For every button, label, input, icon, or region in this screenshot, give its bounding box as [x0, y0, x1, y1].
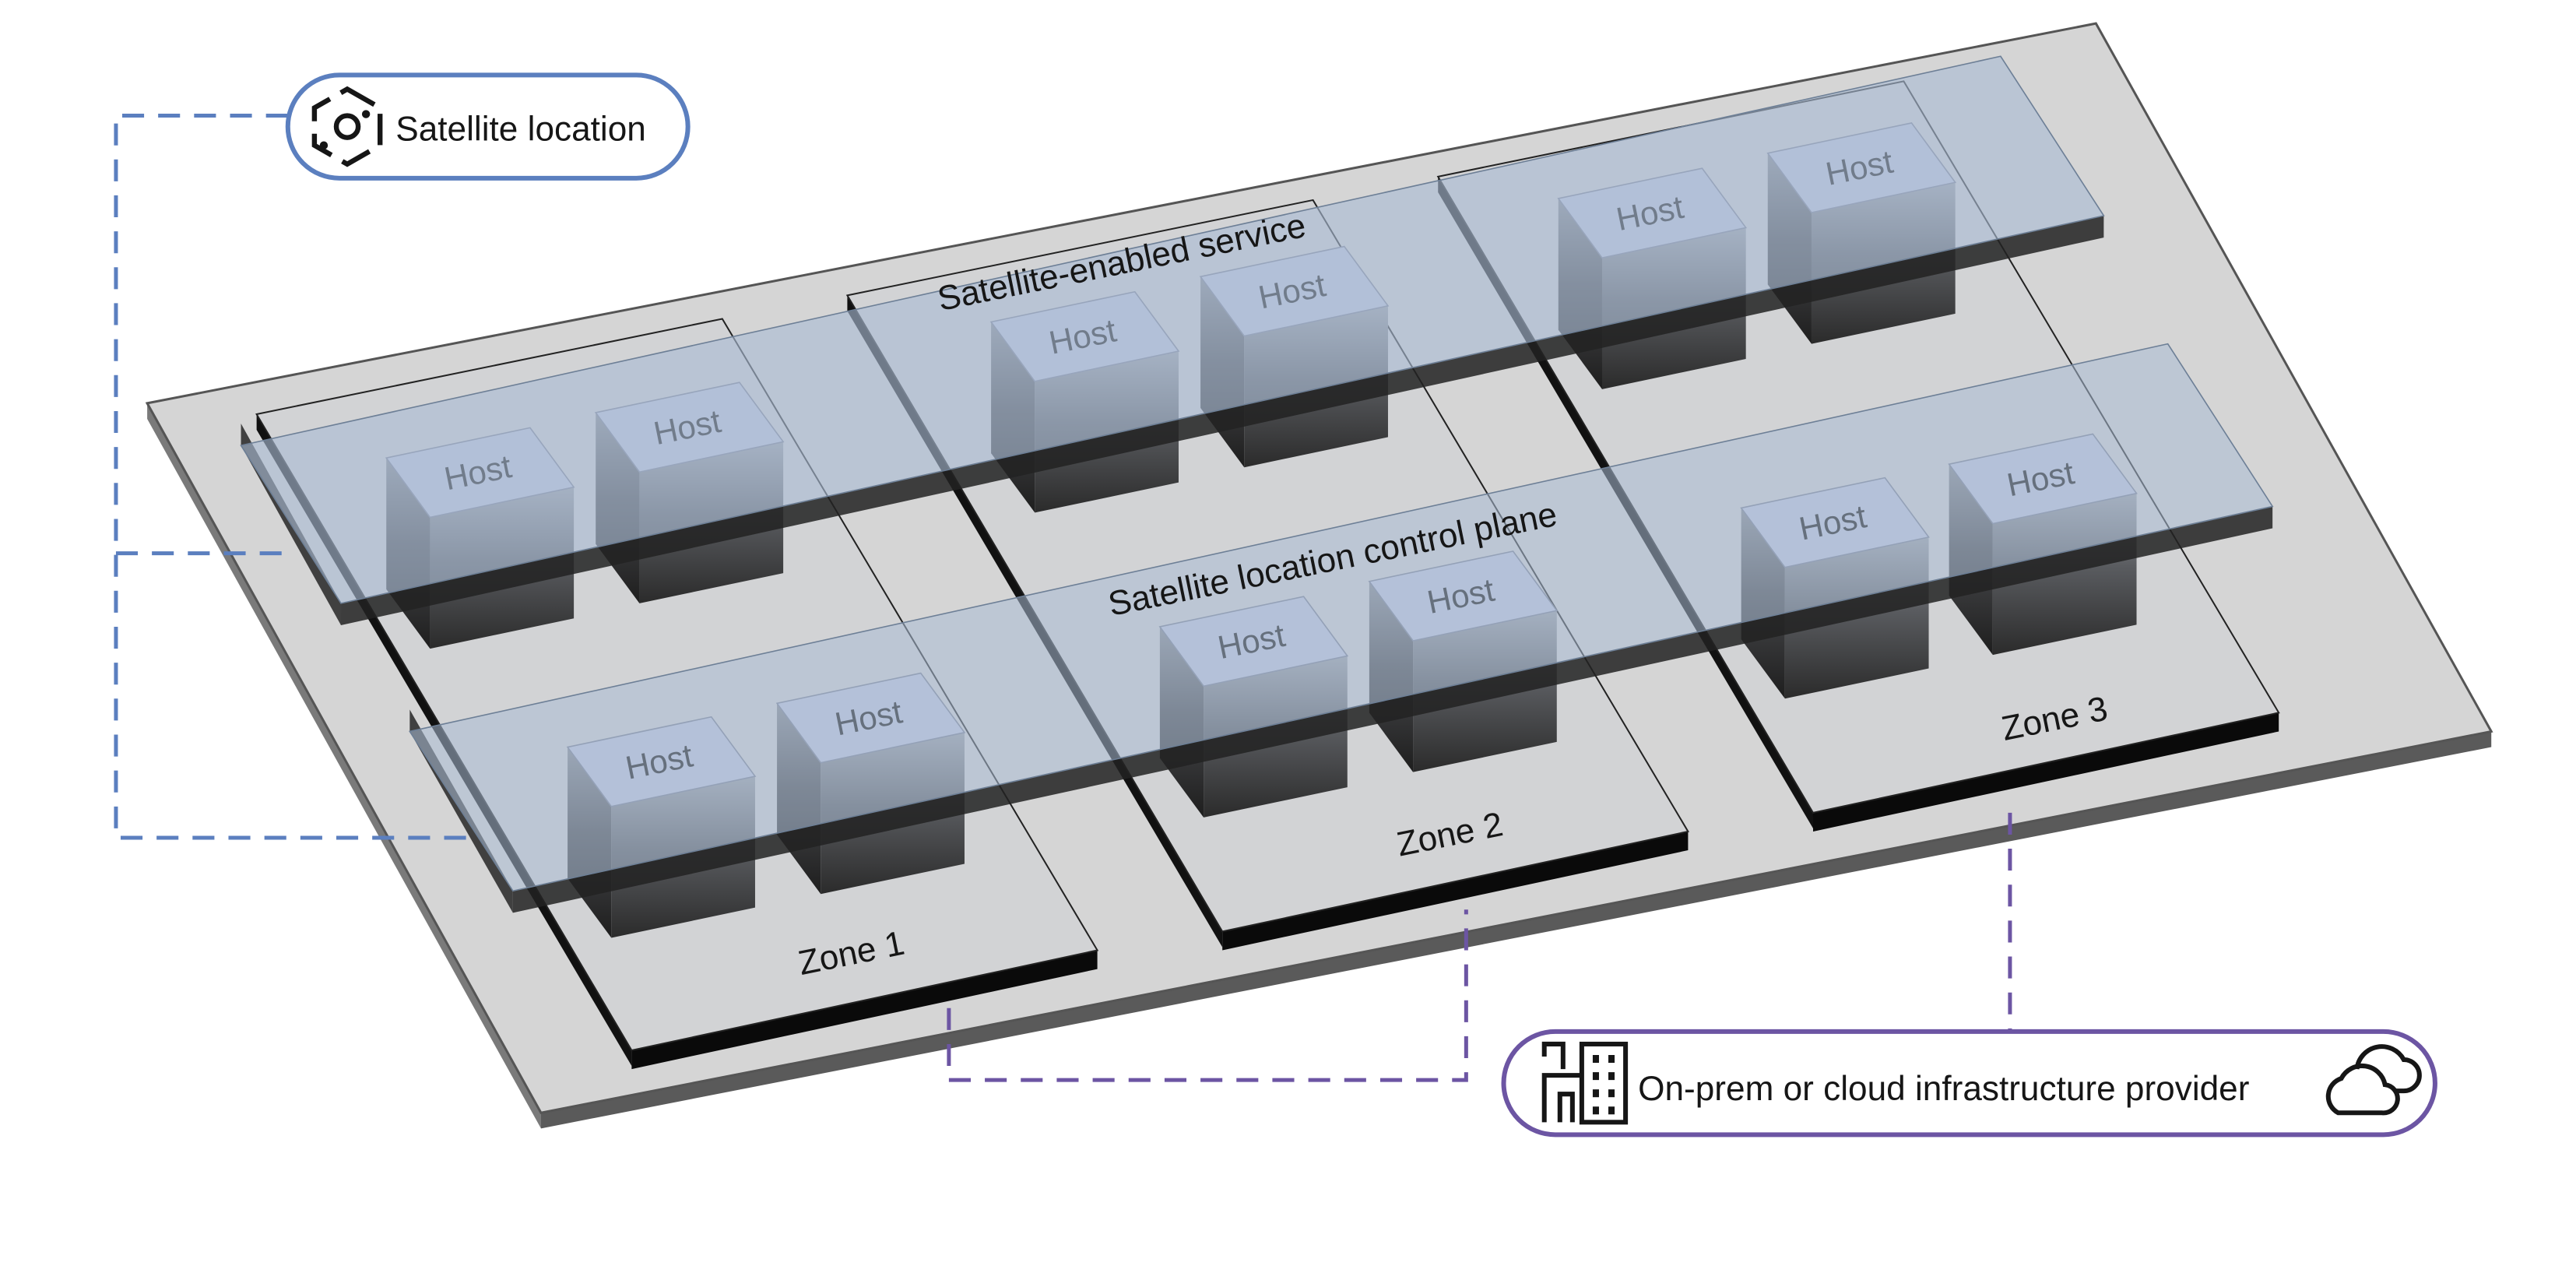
service-plane: [240, 55, 2105, 625]
cloud-icon: [2325, 1044, 2422, 1116]
provider-callout: On-prem or cloud infrastructure provider: [1501, 1029, 2437, 1138]
satellite-location-links: [114, 114, 479, 840]
satellite-location-label: Satellite location: [395, 111, 646, 149]
building-icon: [1541, 1041, 1629, 1125]
satellite-location-icon: [311, 86, 383, 167]
satellite-location-callout: Satellite location: [285, 72, 691, 181]
provider-label: On-prem or cloud infrastructure provider: [1638, 1070, 2249, 1108]
provider-links: [947, 812, 2012, 1082]
control-plane: [409, 343, 2274, 913]
